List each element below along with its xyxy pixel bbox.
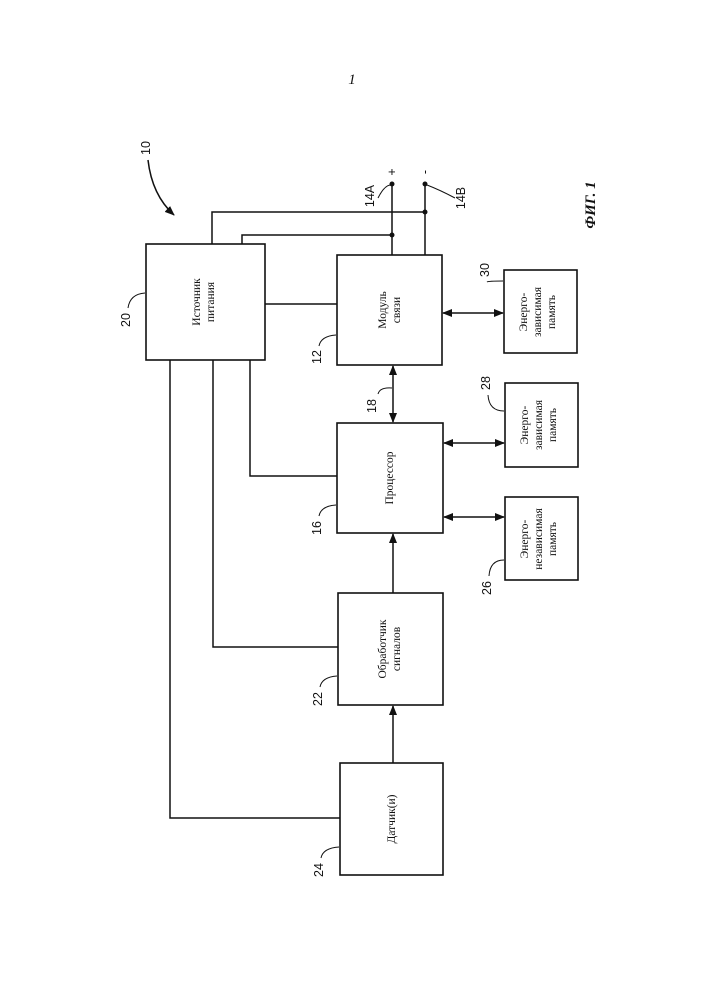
figure-label: ФИГ. 1	[583, 181, 599, 228]
svg-text:память: память	[546, 295, 558, 329]
signal-processor-block: Обработчик сигналов	[338, 593, 443, 705]
svg-text:связи: связи	[391, 297, 403, 323]
ref-14b: 14B	[454, 187, 468, 209]
svg-text:Энерго-: Энерго-	[519, 520, 531, 559]
ref-26: 26	[480, 581, 494, 595]
ref-30: 30	[478, 263, 492, 277]
comm-module-block: Модуль связи	[337, 255, 442, 365]
terminal-plus-sign: +	[385, 168, 399, 175]
power-supply-block: Источник питания	[146, 244, 265, 360]
svg-text:Модуль: Модуль	[377, 291, 389, 328]
svg-text:Энерго-: Энерго-	[518, 293, 530, 332]
svg-text:Энерго-: Энерго-	[519, 406, 531, 445]
svg-text:зависимая: зависимая	[533, 399, 545, 450]
system-pointer-arrow	[148, 160, 174, 215]
ref-10: 10	[139, 141, 153, 155]
terminal-minus-sign: -	[418, 170, 432, 174]
processor-block: Процессор	[337, 423, 443, 533]
svg-text:независимая: независимая	[533, 508, 545, 570]
nonvolatile-memory-26-block: Энерго- независимая память	[505, 497, 578, 580]
ref-20: 20	[119, 313, 133, 327]
svg-text:Датчик(и): Датчик(и)	[386, 794, 398, 843]
ref-16: 16	[310, 521, 324, 535]
ref-12: 12	[310, 350, 324, 364]
svg-text:Обработчик: Обработчик	[377, 619, 389, 678]
ref-14a: 14A	[363, 184, 377, 207]
volatile-memory-30-block: Энерго- зависимая память	[504, 270, 577, 353]
ref-28: 28	[479, 376, 493, 390]
volatile-memory-28-block: Энерго- зависимая память	[505, 383, 578, 467]
sensors-block: Датчик(и)	[340, 763, 443, 875]
ref-18: 18	[365, 399, 379, 413]
svg-text:Процессор: Процессор	[384, 451, 396, 504]
svg-text:зависимая: зависимая	[532, 286, 544, 337]
svg-text:память: память	[547, 408, 559, 442]
svg-text:сигналов: сигналов	[391, 626, 403, 671]
ref-22: 22	[311, 692, 325, 706]
svg-text:память: память	[547, 522, 559, 556]
svg-text:Источник: Источник	[191, 278, 203, 326]
svg-text:питания: питания	[205, 281, 217, 322]
ref-24: 24	[312, 863, 326, 877]
page-number: 1	[348, 72, 356, 88]
